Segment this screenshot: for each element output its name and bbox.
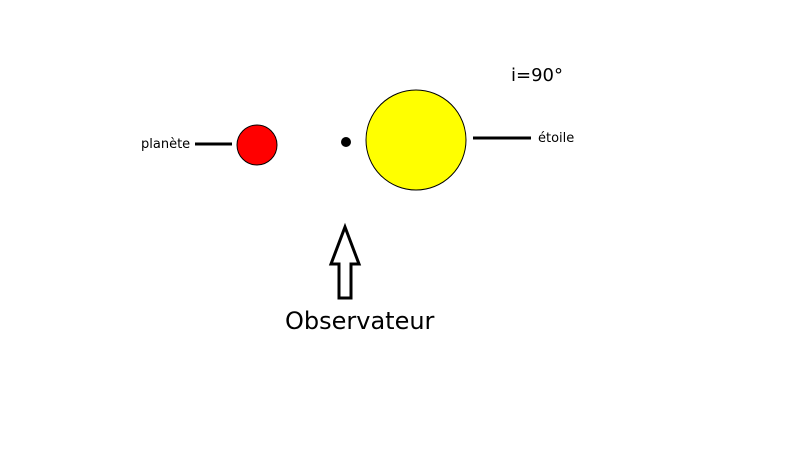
planet-label: planète: [141, 137, 190, 152]
planet: [236, 124, 278, 166]
star-label: étoile: [538, 131, 574, 146]
star: [365, 89, 467, 191]
observer-label: Observateur: [285, 307, 435, 335]
inclination-label: i=90°: [511, 65, 563, 86]
observer-arrow-icon: [328, 222, 362, 300]
center-point: [341, 137, 351, 147]
